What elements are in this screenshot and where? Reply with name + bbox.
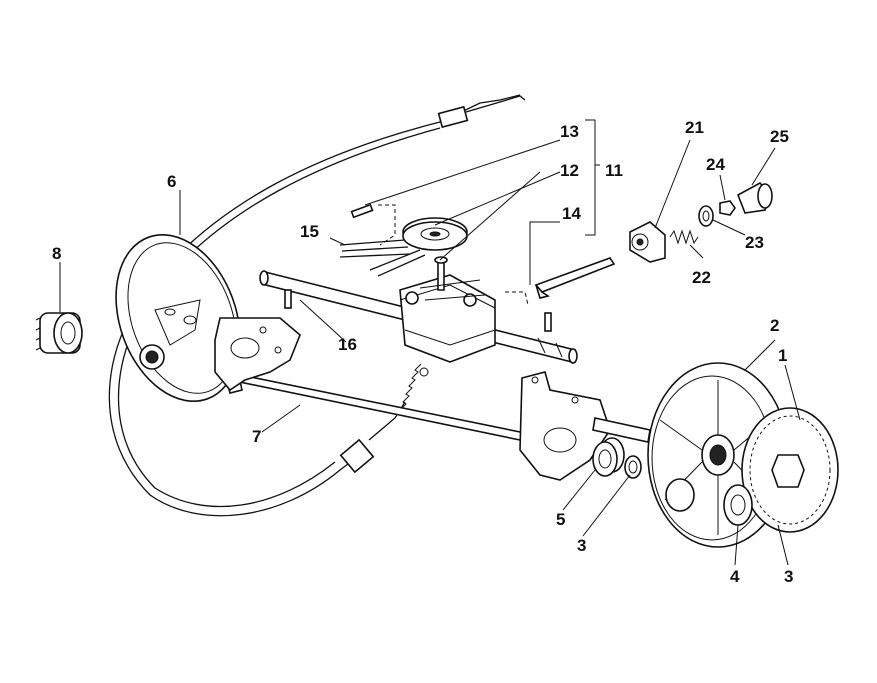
control-lever-rod [505, 257, 616, 306]
left-wheel-plate [115, 233, 241, 403]
drive-belt [339, 239, 426, 277]
callout-2: 2 [770, 316, 779, 335]
leader-lines [59, 119, 801, 566]
rear-axle-rod [224, 371, 527, 441]
adjuster-nut [719, 200, 736, 216]
washer-left [624, 455, 642, 479]
callout-22: 22 [692, 268, 711, 287]
callout-3-right: 3 [784, 567, 793, 586]
gearbox-housing [399, 256, 496, 363]
roll-pin [284, 289, 552, 332]
callout-3-left: 3 [577, 536, 586, 555]
bushing [592, 437, 625, 477]
callout-6: 6 [167, 172, 176, 191]
callout-24: 24 [706, 155, 725, 174]
callout-16: 16 [338, 335, 357, 354]
callout-1: 1 [778, 346, 787, 365]
callout-7: 7 [252, 427, 261, 446]
callout-25: 25 [770, 127, 789, 146]
left-height-bracket [214, 317, 301, 392]
key-pin [350, 203, 396, 246]
callout-15: 15 [300, 222, 319, 241]
callout-11: 11 [605, 161, 623, 180]
callout-5: 5 [556, 510, 565, 529]
callout-23: 23 [745, 233, 764, 252]
adjuster-washer [698, 205, 714, 227]
callout-8: 8 [52, 244, 61, 263]
callout-12: 12 [560, 161, 579, 180]
adjuster-knob [736, 181, 773, 214]
adjuster-housing [629, 221, 666, 263]
adjuster-spring [669, 229, 699, 245]
callout-14: 14 [562, 204, 581, 223]
large-drive-gear [741, 407, 839, 533]
cable-spring [399, 363, 429, 411]
callout-13: 13 [560, 122, 579, 141]
drive-cable [108, 94, 526, 517]
callout-21: 21 [685, 118, 704, 137]
pulley [402, 217, 468, 251]
drive-pinion [723, 484, 753, 526]
right-height-bracket [519, 371, 651, 481]
small-pinion-gear [35, 312, 83, 354]
callout-4: 4 [730, 567, 740, 586]
